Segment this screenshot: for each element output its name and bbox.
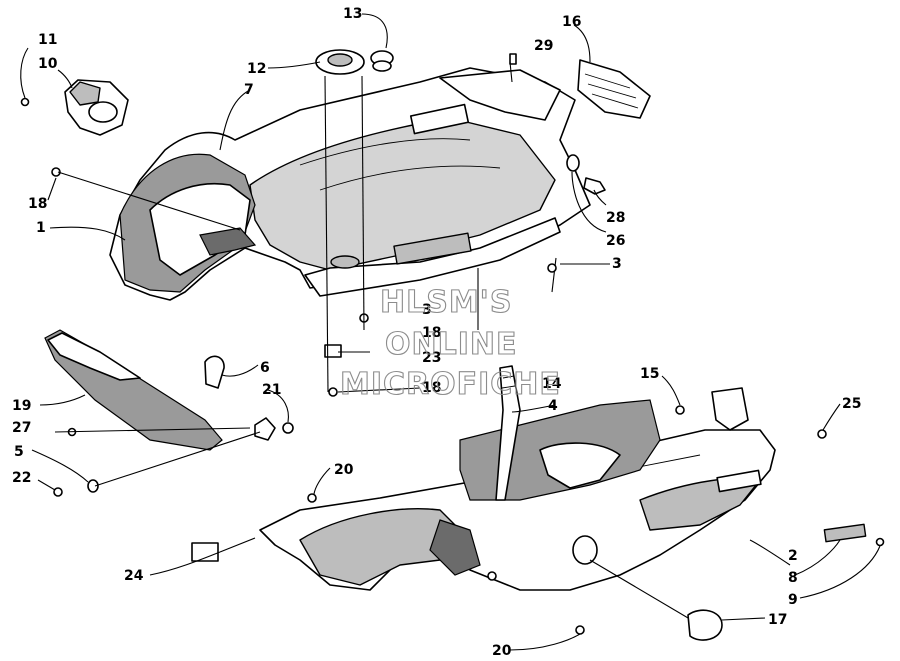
callout-29: 29 [534, 38, 553, 54]
callout-7: 7 [244, 82, 254, 98]
callout-15: 15 [640, 366, 659, 382]
watermark-line-3: MICROFICHE [340, 367, 561, 402]
part-10-duct [64, 79, 129, 136]
part-13-cap [370, 50, 394, 72]
lower-pan-part-2 [259, 387, 776, 591]
callout-21: 21 [262, 382, 281, 398]
part-14-strap [495, 365, 521, 501]
callout-labels: 1 2 3 3 4 5 6 7 8 9 10 11 12 13 14 15 16… [12, 6, 861, 659]
watermark-line-1: HLSM'S [380, 285, 512, 320]
callout-23: 23 [422, 350, 441, 366]
mounting-lines [324, 75, 479, 393]
callout-18c: 18 [422, 380, 441, 396]
side-panel-part-19 [44, 329, 223, 451]
callout-22: 22 [12, 470, 31, 486]
small-parts-right [487, 429, 885, 641]
part-12-filler-ring [315, 49, 365, 75]
part-16-vent-grille [577, 59, 651, 119]
small-parts-left [53, 355, 317, 562]
callout-3: 3 [612, 256, 622, 272]
callout-6: 6 [260, 360, 270, 376]
watermark: HLSM'S ONLINE MICROFICHE [339, 284, 561, 402]
callout-20a: 20 [334, 462, 354, 478]
callout-3b: 3 [422, 302, 432, 318]
part-4-insulation [459, 399, 661, 501]
callout-1: 1 [36, 220, 46, 236]
callout-26: 26 [606, 233, 625, 249]
callout-4: 4 [548, 398, 558, 414]
callout-11: 11 [38, 32, 57, 48]
callout-19: 19 [12, 398, 31, 414]
callout-24: 24 [124, 568, 144, 584]
watermark-line-2: ONLINE [385, 327, 518, 362]
fasteners-upper [20, 53, 606, 397]
callout-2: 2 [788, 548, 798, 564]
callout-17: 17 [768, 612, 787, 628]
callout-14: 14 [542, 376, 562, 392]
callout-18b: 18 [422, 325, 441, 341]
callout-12: 12 [247, 61, 266, 77]
callout-25: 25 [842, 396, 861, 412]
leader-lines [20, 13, 881, 651]
callout-27: 27 [12, 420, 31, 436]
callout-10: 10 [38, 56, 58, 72]
callout-9: 9 [788, 592, 798, 608]
callout-20b: 20 [492, 643, 512, 659]
callout-8: 8 [788, 570, 798, 586]
callout-5: 5 [14, 444, 24, 460]
callout-18a: 18 [28, 196, 47, 212]
callout-13: 13 [343, 6, 362, 22]
callout-28: 28 [606, 210, 625, 226]
upper-pan-part-7 [109, 67, 591, 301]
callout-16: 16 [562, 14, 581, 30]
